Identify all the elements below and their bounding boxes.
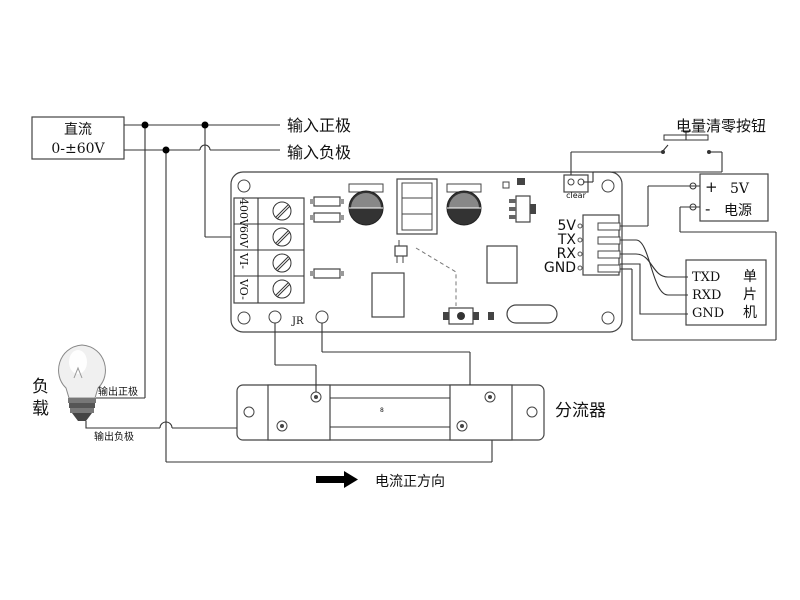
clear-button-label: 电量清零按钮 <box>676 117 766 135</box>
input-wires <box>124 121 493 463</box>
optocoupler <box>443 307 494 325</box>
crystal <box>506 304 558 324</box>
terminal-screw <box>272 253 292 273</box>
shunt-label: 分流器 <box>555 401 606 421</box>
terminal-screw <box>272 201 292 221</box>
pin-label-gnd: GND <box>544 260 576 276</box>
junction-dot <box>162 146 170 154</box>
resistor <box>310 212 344 223</box>
power-5v-label: 5V <box>730 181 750 197</box>
load-wires <box>85 397 237 429</box>
header-pins: 5V TX RX GND <box>544 214 621 276</box>
current-direction-arrow <box>316 471 358 488</box>
resistor <box>310 196 344 207</box>
terminal-block: 400V 60V VI- VO- <box>233 197 305 304</box>
shunt-mark: 8 <box>380 407 384 414</box>
terminal-label-vo-minus: VO- <box>237 278 250 300</box>
clear-button[interactable] <box>570 130 723 183</box>
junction-dot <box>201 121 209 129</box>
board-marking: JR <box>291 316 304 327</box>
power-supply: + - 5V 电源 <box>699 173 769 222</box>
output-positive-label: 输出正极 <box>98 385 138 398</box>
terminal-label-400v: 400V <box>237 198 250 228</box>
terminal-screw <box>272 279 292 299</box>
meter-board: 400V 60V VI- VO- <box>230 171 623 333</box>
terminal-label-vi-minus: VI- <box>237 252 250 269</box>
mcu-pin-rxd: RXD <box>692 288 721 303</box>
mcu-pin-gnd: GND <box>692 306 724 321</box>
source-voltage-label: 0-±60V <box>51 141 105 157</box>
input-negative-label: 输入负极 <box>287 143 351 162</box>
shunt: 8 <box>236 384 545 441</box>
clear-connector: clear <box>563 174 589 200</box>
sense-wires <box>274 323 471 392</box>
source-type-label: 直流 <box>64 121 92 138</box>
power-minus: - <box>705 200 710 218</box>
mount-hole <box>268 310 282 324</box>
mcu-name-char: 片 <box>743 287 757 303</box>
small-component <box>502 181 510 189</box>
ic-chip <box>371 272 405 318</box>
capacitor <box>446 183 482 226</box>
mcu-pin-txd: TXD <box>692 270 720 285</box>
pin-label-rx: RX <box>557 246 577 262</box>
input-positive-label: 输入正极 <box>287 116 351 135</box>
power-wires <box>620 182 777 341</box>
transistor <box>394 240 408 263</box>
dc-source-box: 直流 0-±60V <box>31 116 125 160</box>
mcu-name-char: 机 <box>743 305 757 321</box>
junction-dot <box>141 121 149 129</box>
small-component <box>517 178 525 185</box>
capacitor <box>348 183 384 226</box>
isolation-dash <box>415 247 457 306</box>
load-bulb <box>58 344 106 421</box>
current-direction-label: 电流正方向 <box>375 474 445 490</box>
load-char: 负 <box>32 377 49 397</box>
pin-label-5v: 5V <box>558 218 577 234</box>
load-char: 载 <box>32 399 49 419</box>
power-plus: + <box>705 178 718 196</box>
terminal-screw <box>272 227 292 247</box>
pin-label-tx: TX <box>557 232 577 248</box>
mount-hole <box>315 310 329 324</box>
ic-chip <box>486 245 518 284</box>
resistor <box>310 268 344 279</box>
uart-wires <box>620 239 688 315</box>
mcu-name-char: 单 <box>743 269 757 285</box>
transformer <box>396 178 438 235</box>
mcu-box: TXD RXD GND 单 片 机 <box>685 259 767 326</box>
output-negative-label: 输出负极 <box>94 430 134 443</box>
regulator-chip <box>509 195 536 223</box>
clear-label: clear <box>566 191 586 200</box>
power-source-label: 电源 <box>724 203 752 219</box>
terminal-label-60v: 60V <box>237 226 250 249</box>
